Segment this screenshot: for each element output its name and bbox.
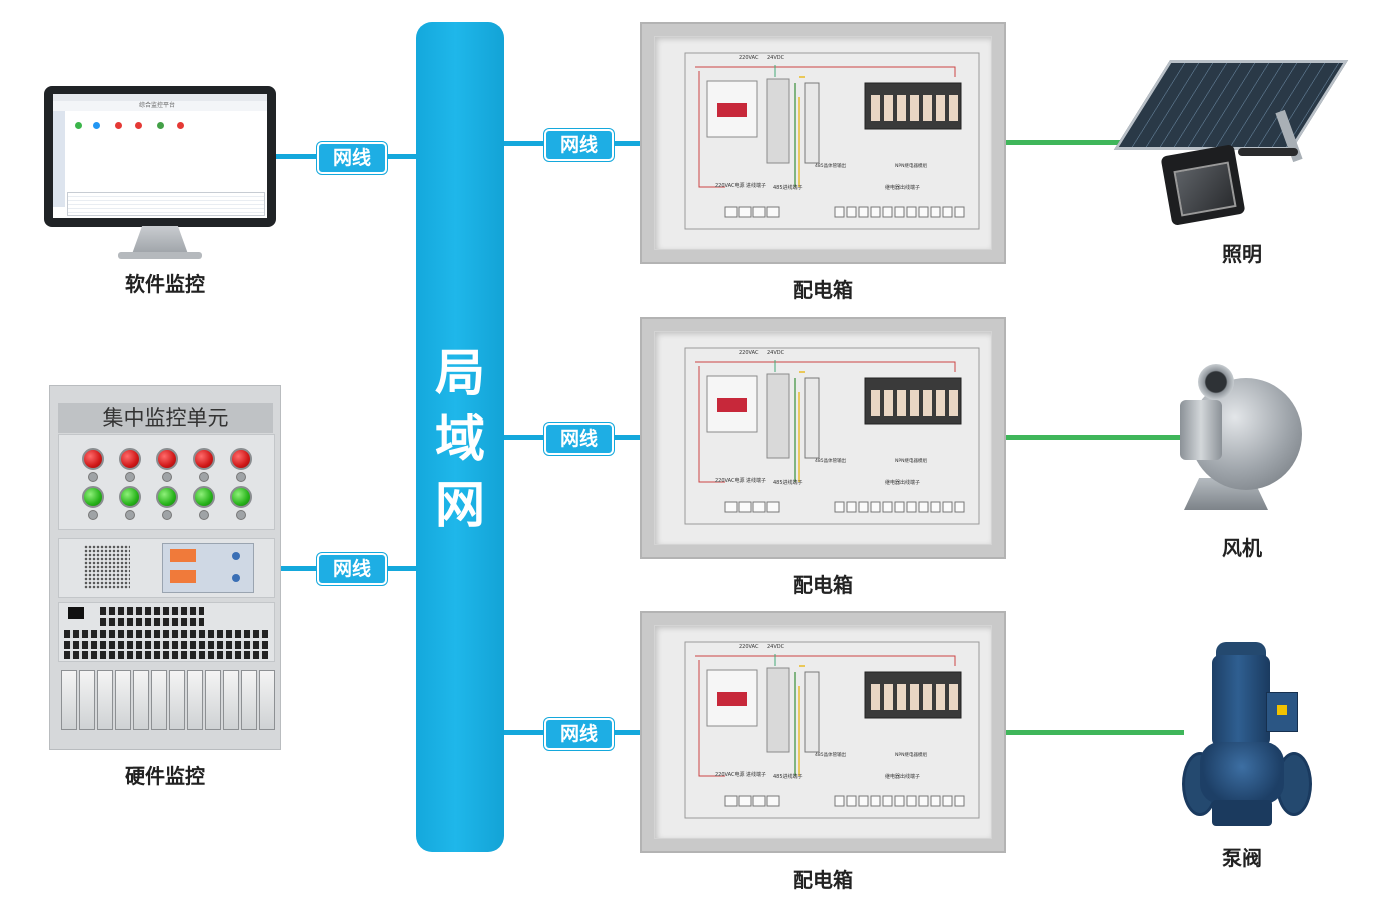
label-relay-module: NPN继电器模组: [895, 162, 927, 169]
label-ac-terminal: 220VAC电源 进线端子: [715, 771, 766, 778]
distribution-box-caption: 配电箱: [793, 278, 853, 302]
wiring-diagram: 220VAC 24VDC 220VAC电源 进线端子 485进线端子 485晶体…: [684, 52, 980, 230]
cabinet-title: 集中监控单元: [58, 403, 273, 433]
hardware-monitor-caption: 硬件监控: [125, 764, 205, 788]
cable-label: 网线: [544, 423, 614, 455]
lan-label: 局 域 网: [416, 340, 504, 538]
label-220vac: 220VAC: [739, 644, 759, 650]
label-485-terminal: 485进线端子: [773, 773, 803, 780]
label-ac-terminal: 220VAC电源 进线端子: [715, 182, 766, 189]
red-lamp-icon: [119, 448, 141, 470]
distribution-box-caption: 配电箱: [793, 573, 853, 597]
label-24vdc: 24VDC: [767, 350, 785, 356]
floodlight-lens: [1173, 161, 1237, 217]
label-485-terminal: 485进线端子: [773, 479, 803, 486]
distribution-box: 220VAC 24VDC 220VAC电源 进线端子 485进线端子 485晶体…: [640, 611, 1006, 853]
cable-label: 网线: [544, 129, 614, 161]
device-caption-lighting: 照明: [1222, 242, 1262, 266]
label-relay-module: NPN继电器模组: [895, 457, 927, 464]
cable-label: 网线: [317, 142, 387, 174]
green-lamp-icon: [156, 486, 178, 508]
label-relay-terminal: 继电器出线端子: [885, 479, 920, 486]
green-lamp-icon: [82, 486, 104, 508]
label-relay-module: NPN继电器模组: [895, 751, 927, 758]
cable-box-1-to-lighting: [1006, 140, 1146, 145]
green-lamp-icon: [193, 486, 215, 508]
device-caption-fan: 风机: [1222, 536, 1262, 560]
speaker-grille: [84, 545, 130, 589]
green-lamp-icon: [119, 486, 141, 508]
water-pump-icon: [1212, 655, 1270, 747]
red-lamp-icon: [230, 448, 252, 470]
label-485-output: 485晶体管输出: [815, 457, 847, 464]
wiring-diagram: 220VAC 24VDC 220VAC电源 进线端子 485进线端子 485晶体…: [684, 347, 980, 525]
lan-label-char: 局: [435, 344, 485, 402]
red-lamp-icon: [193, 448, 215, 470]
label-ac-terminal: 220VAC电源 进线端子: [715, 477, 766, 484]
lan-label-char: 网: [435, 476, 485, 534]
label-220vac: 220VAC: [739, 55, 759, 61]
label-relay-terminal: 继电器出线端子: [885, 773, 920, 780]
label-485-output: 485晶体管输出: [815, 751, 847, 758]
cable-label: 网线: [317, 553, 387, 585]
red-lamp-icon: [82, 448, 104, 470]
cable-label: 网线: [544, 718, 614, 750]
device-caption-pump: 泵阀: [1222, 846, 1262, 870]
cable-box-2-to-fan: [1006, 435, 1182, 440]
distribution-box-caption: 配电箱: [793, 868, 853, 892]
pump-body: [1200, 742, 1284, 804]
solar-floodlight-icon: [1113, 60, 1349, 150]
label-485-output: 485晶体管输出: [815, 162, 847, 169]
software-monitor-caption: 软件监控: [125, 272, 205, 296]
wiring-diagram: 220VAC 24VDC 220VAC电源 进线端子 485进线端子 485晶体…: [684, 641, 980, 819]
green-lamp-icon: [230, 486, 252, 508]
label-485-terminal: 485进线端子: [773, 184, 803, 191]
distribution-box: 220VAC 24VDC 220VAC电源 进线端子 485进线端子 485晶体…: [640, 22, 1006, 264]
cable-box-3-to-pump: [1006, 730, 1184, 735]
label-24vdc: 24VDC: [767, 644, 785, 650]
monitor-stand: [132, 226, 188, 254]
fan-motor: [1180, 400, 1222, 460]
fan-inlet: [1198, 364, 1234, 400]
pump-foot: [1212, 800, 1272, 826]
lan-backbone: [416, 22, 504, 852]
distribution-box: 220VAC 24VDC 220VAC电源 进线端子 485进线端子 485晶体…: [640, 317, 1006, 559]
lan-label-char: 域: [435, 410, 485, 468]
screen-title: 综合监控平台: [139, 102, 176, 109]
label-220vac: 220VAC: [739, 350, 759, 356]
label-relay-terminal: 继电器出线端子: [885, 184, 920, 191]
label-24vdc: 24VDC: [767, 55, 785, 61]
red-lamp-icon: [156, 448, 178, 470]
monitor-screen: 综合监控平台: [53, 94, 267, 218]
monitor-base: [118, 252, 202, 259]
